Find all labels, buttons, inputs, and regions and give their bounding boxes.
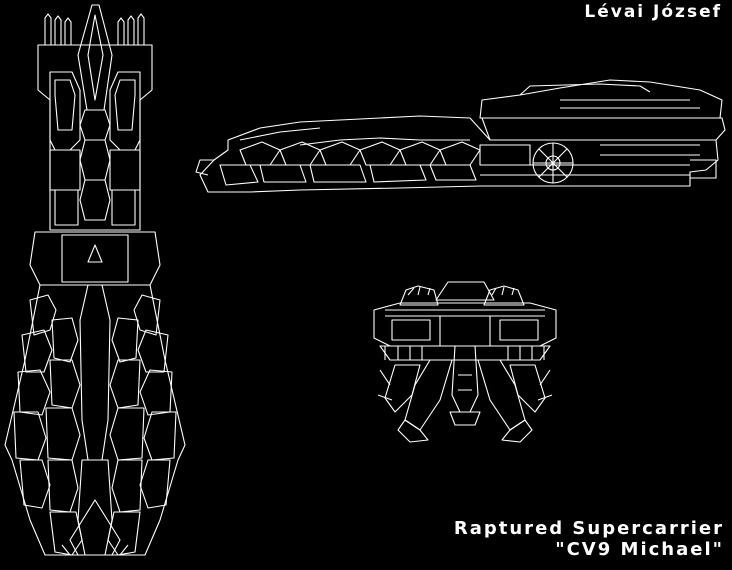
ship-front-view xyxy=(373,281,557,443)
ship-top-view xyxy=(4,4,186,556)
author-signature: Lévai József xyxy=(584,2,722,22)
ship-side-view xyxy=(195,79,726,193)
ship-name: "CV9 Michael" xyxy=(555,539,724,560)
ship-title: Raptured Supercarrier xyxy=(453,518,724,539)
ship-caption: Raptured Supercarrier "CV9 Michael" xyxy=(454,518,724,560)
